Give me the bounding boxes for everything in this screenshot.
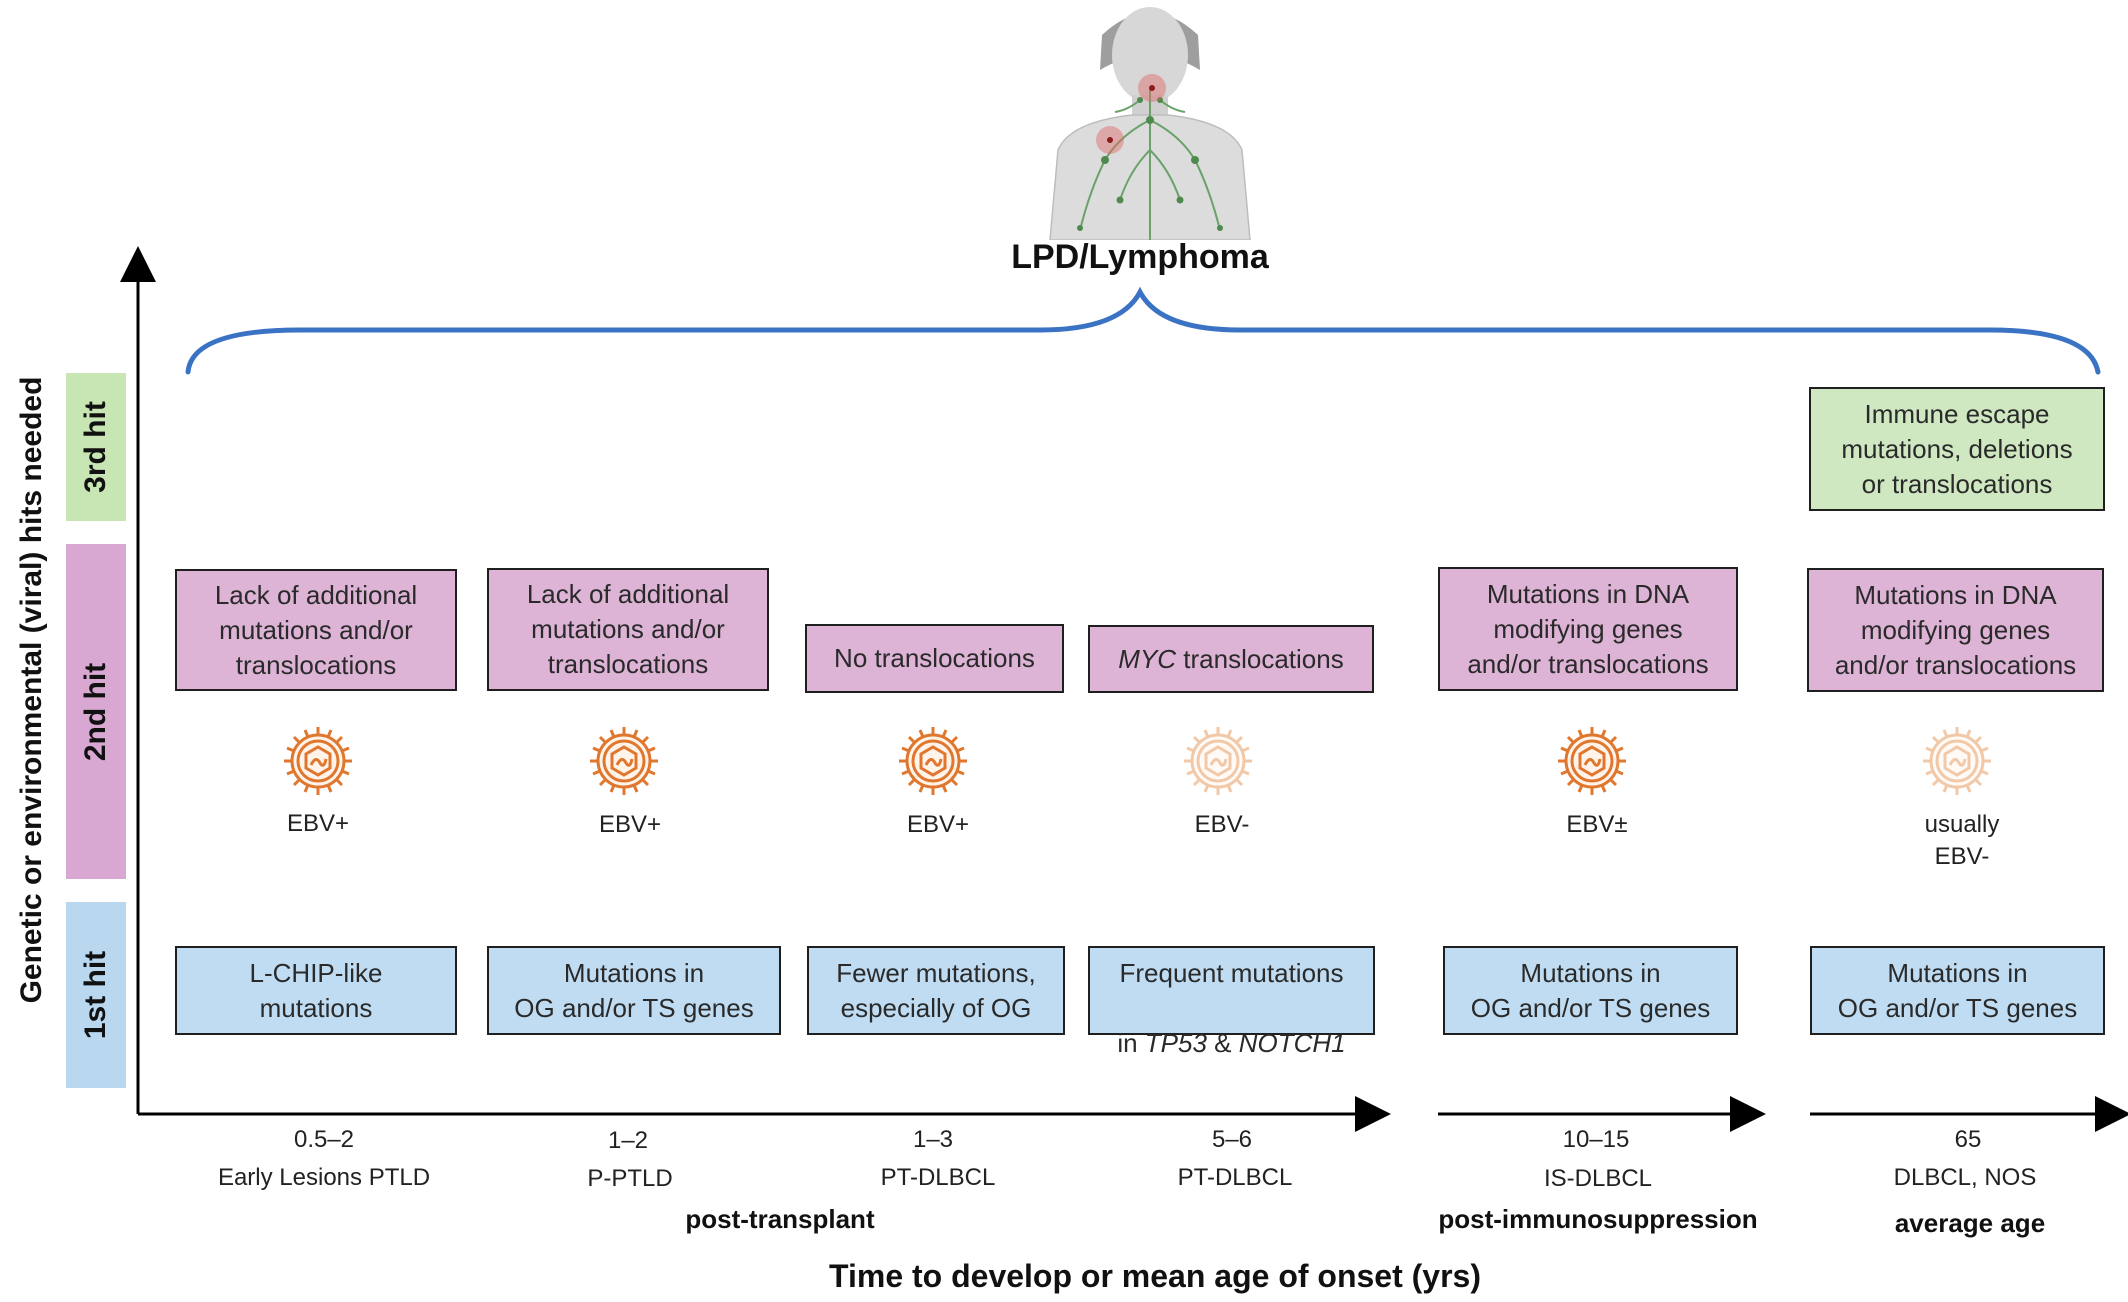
band-2nd-hit: 2nd hit [66, 544, 126, 879]
first-hit-line1: Frequent mutations [1119, 957, 1344, 988]
third-hit-box-dlbcl-nos: Immune escape mutations, deletions or tr… [1809, 387, 2105, 511]
group-label-average-age: average age [1894, 1208, 2046, 1238]
virus-icon [1558, 727, 1626, 795]
tp53-gene-text: TP53 [1144, 1027, 1207, 1058]
brace-connector [185, 286, 2101, 375]
second-hit-text: translocations [1176, 643, 1344, 674]
ebv-status: usually EBV- [1924, 811, 2000, 870]
ebv-status: EBV± [1566, 811, 1628, 838]
second-hit-box-col1: Lack of additional mutations and/or tran… [175, 569, 457, 691]
first-hit-text: Fewer mutations, especially of OG [836, 957, 1036, 1023]
ebv-status: EBV+ [906, 811, 970, 838]
second-hit-text: Lack of additional mutations and/or tran… [214, 579, 418, 680]
first-hit-box-col5: Mutations in OG and/or TS genes [1443, 946, 1738, 1035]
myc-gene-text: MYC [1118, 643, 1177, 674]
first-hit-box-col1: L-CHIP-like mutations [175, 946, 457, 1035]
tick-entity: DLBCL, NOS [1893, 1164, 2037, 1191]
tick-time: 1–3 [912, 1126, 954, 1153]
band-3rd-hit: 3rd hit [66, 373, 126, 521]
tick-time: 1–2 [607, 1127, 649, 1154]
first-hit-box-col3: Fewer mutations, especially of OG [807, 946, 1065, 1035]
tick-time: 5–6 [1211, 1126, 1253, 1153]
second-hit-text: Lack of additional mutations and/or tran… [526, 579, 730, 679]
group-label-post-transplant: post-transplant [685, 1204, 875, 1234]
virus-icon-faded [1923, 727, 1991, 795]
ebv-status: EBV+ [598, 811, 662, 838]
human-lymphatic-figure-icon [1049, 7, 1251, 240]
tick-time: 0.5–2 [293, 1126, 355, 1153]
x-axis-label: Time to develop or mean age of onset (yr… [829, 1258, 1481, 1294]
virus-icon-faded [1184, 727, 1252, 795]
group-label-post-immunosuppression: post-immunosuppression [1438, 1204, 1758, 1234]
virus-icon [284, 727, 352, 795]
first-hit-text: Mutations in OG and/or TS genes [1837, 957, 2078, 1023]
tick-time: 10–15 [1562, 1126, 1630, 1153]
second-hit-text: No translocations [834, 643, 1035, 673]
first-hit-box-col4: Frequent mutations in TP53 & NOTCH1 [1088, 946, 1375, 1058]
second-hit-box-col5: Mutations in DNA modifying genes and/or … [1438, 567, 1738, 691]
first-hit-text: L-CHIP-like mutations [249, 957, 383, 1023]
tick-entity: P-PTLD [587, 1165, 673, 1192]
first-hit-amp: & [1206, 1027, 1239, 1058]
first-hit-prefix: in [1117, 1027, 1145, 1058]
second-hit-box-col2: Lack of additional mutations and/or tran… [487, 568, 769, 691]
first-hit-text: Mutations in OG and/or TS genes [1470, 957, 1711, 1023]
tick-entity: PT-DLBCL [1177, 1164, 1293, 1191]
tick-entity: PT-DLBCL [880, 1164, 996, 1191]
band-1st-hit: 1st hit [66, 902, 126, 1088]
second-hit-box-col6: Mutations in DNA modifying genes and/or … [1807, 568, 2104, 692]
ebv-status: EBV- [1194, 811, 1250, 838]
first-hit-box-col2: Mutations in OG and/or TS genes [487, 946, 781, 1035]
notch1-gene-text: NOTCH1 [1238, 1027, 1346, 1058]
second-hit-box-col3: No translocations [805, 624, 1064, 693]
tick-entity: IS-DLBCL [1543, 1165, 1653, 1192]
virus-icon [590, 727, 658, 795]
second-hit-text: Mutations in DNA modifying genes and/or … [1467, 578, 1709, 679]
virus-icon [899, 727, 967, 795]
first-hit-box-col6: Mutations in OG and/or TS genes [1810, 946, 2105, 1035]
ebv-status: EBV+ [286, 810, 350, 837]
second-hit-text: Mutations in DNA modifying genes and/or … [1834, 579, 2077, 680]
tick-entity: Early Lesions PTLD [217, 1164, 431, 1191]
first-hit-text: Mutations in OG and/or TS genes [514, 957, 754, 1023]
third-hit-text: Immune escape mutations, deletions or tr… [1841, 398, 2073, 499]
second-hit-box-col4: MYC translocations [1088, 625, 1374, 693]
diagram-title: LPD/Lymphoma [1011, 238, 1269, 276]
tick-time: 65 [1954, 1126, 1982, 1153]
